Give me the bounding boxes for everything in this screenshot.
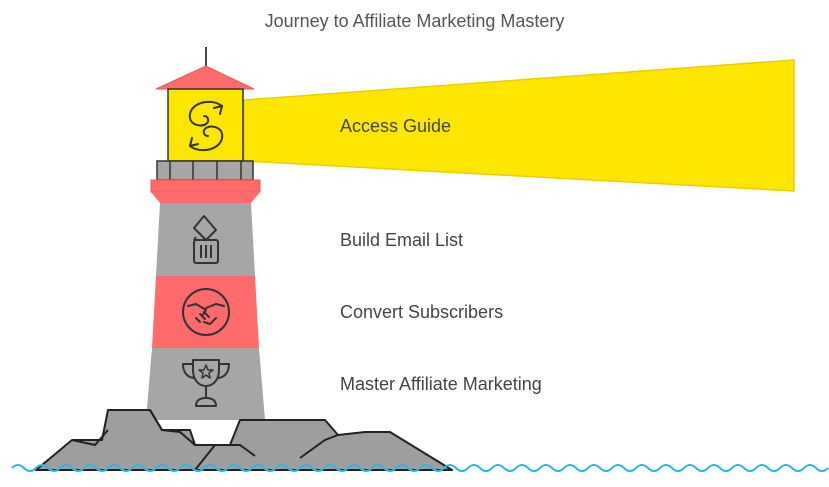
step-label-master-affiliate-marketing: Master Affiliate Marketing [340,374,542,394]
gallery-platform [150,179,261,193]
lighthouse-roof [155,65,255,90]
step-label-build-email-list: Build Email List [340,230,464,250]
step-label-access-guide: Access Guide [340,116,452,136]
gallery-railing [156,160,254,181]
step-label-convert-subscribers: Convert Subscribers [340,302,504,322]
gallery-underside [151,192,260,203]
handshake-icon [182,288,230,336]
tower-band-gray-lower [146,348,265,420]
guide-s-icon [188,100,224,152]
diagram-title: Journey to Affiliate Marketing Mastery [264,11,565,31]
trash-bin-icon [193,215,219,264]
trophy-icon [182,359,230,407]
rocks [35,409,453,471]
water-waves [11,464,829,472]
light-beam [243,59,795,192]
